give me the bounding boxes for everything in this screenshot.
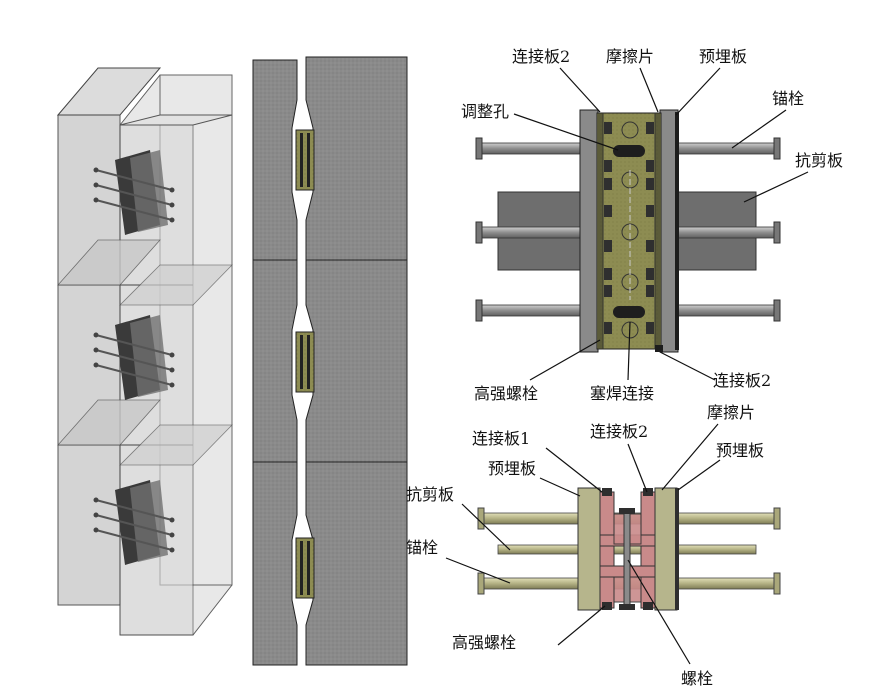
label-high-strength-bolt-top: 高强螺栓 <box>474 384 538 403</box>
front-view-detail <box>475 109 781 353</box>
label-connecting-plate-2-top: 连接板2 <box>512 47 570 66</box>
label-embedded-plate-top: 预埋板 <box>699 47 747 66</box>
elevation-connector-1 <box>295 129 315 191</box>
wall-elevation <box>252 56 408 666</box>
label-connecting-plate-2-bottom: 连接板2 <box>713 371 771 390</box>
label-plug-weld: 塞焊连接 <box>590 384 654 403</box>
label-friction-plate-side: 摩擦片 <box>707 403 755 422</box>
label-anchor-bolt-side: 锚栓 <box>406 538 438 557</box>
label-connecting-plate-1: 连接板1 <box>472 429 530 448</box>
isometric-wall-assembly <box>56 67 233 636</box>
side-view-annotations: 连接板1 连接板2 摩擦片 预埋板 预埋板 抗剪板 锚栓 高强螺栓 螺栓 <box>406 403 764 688</box>
label-embedded-plate-side: 预埋板 <box>716 441 764 460</box>
label-friction-plate-top: 摩擦片 <box>606 47 654 66</box>
connector-assembly-2 <box>93 315 175 400</box>
front-bolts <box>604 122 654 334</box>
label-bolt: 螺栓 <box>681 669 713 688</box>
connector-assembly-1 <box>93 150 175 235</box>
label-adjusting-hole: 调整孔 <box>461 102 509 121</box>
top-view-annotations: 连接板2 摩擦片 预埋板 调整孔 锚栓 抗剪板 高强螺栓 塞焊连接 连接板2 <box>461 47 843 403</box>
elevation-connector-2 <box>295 331 315 393</box>
label-shear-plate-top: 抗剪板 <box>795 151 843 170</box>
elevation-connector-3 <box>295 537 315 599</box>
label-shear-plate-side: 抗剪板 <box>406 485 454 504</box>
label-high-strength-bolt-side: 高强螺栓 <box>452 633 516 652</box>
connector-assembly-3 <box>93 480 175 565</box>
label-connecting-plate-2-side: 连接板2 <box>590 422 648 441</box>
label-anchor-bolt-top: 锚栓 <box>772 89 804 108</box>
adjusting-hole-slot <box>613 145 645 157</box>
label-embedded-plate-left: 预埋板 <box>488 459 536 478</box>
side-view-detail <box>477 487 781 611</box>
